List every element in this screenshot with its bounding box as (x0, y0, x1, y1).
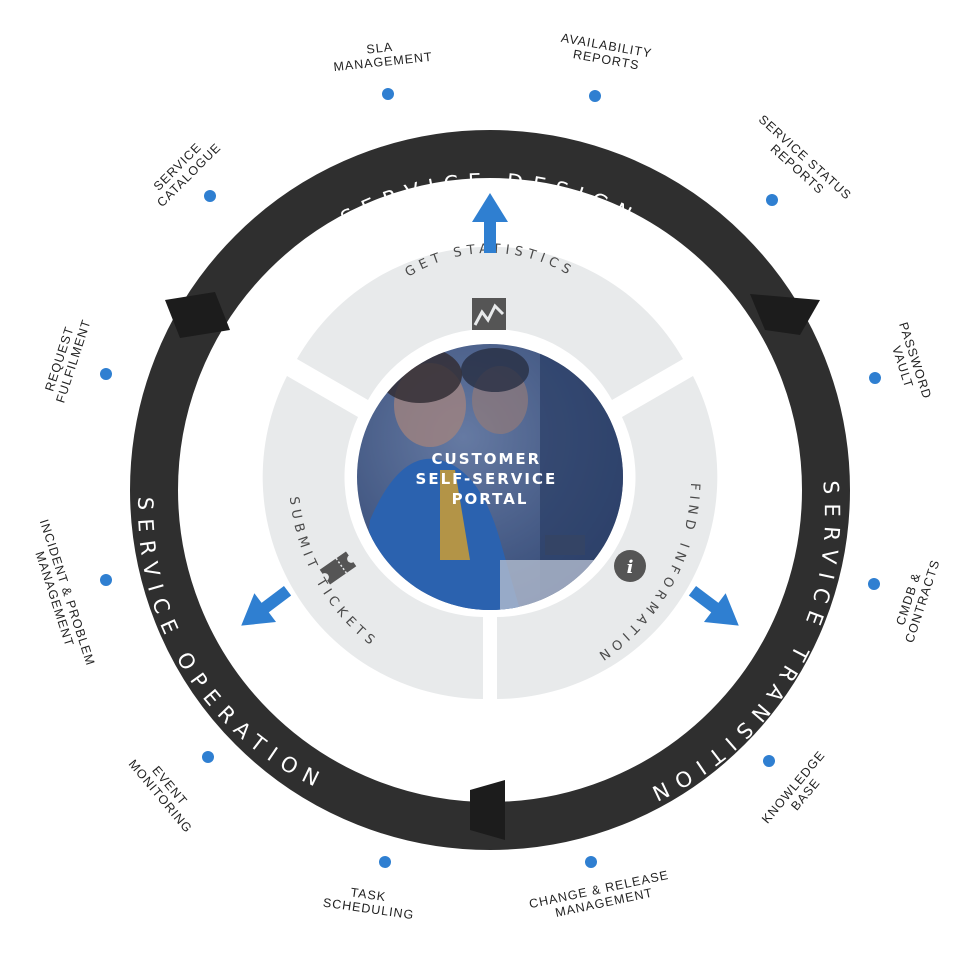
satellite-dots (100, 88, 881, 868)
svg-text:CMDB & CONTRACTS: CMDB & CONTRACTS (889, 553, 942, 644)
svg-text:SERVICE STATUS REPORTS: SERVICE STATUS REPORTS (747, 112, 858, 216)
svg-text:REQUEST FULFILMENT: REQUEST FULFILMENT (40, 313, 94, 404)
dot-request-fulfilment (100, 368, 112, 380)
dot-task-scheduling (379, 856, 391, 868)
svg-text:TASK SCHEDULING: TASK SCHEDULING (322, 882, 417, 923)
svg-text:i: i (627, 557, 634, 578)
center-title-line2: SELF-SERVICE (416, 470, 558, 488)
svg-text:EVENT MONITORING: EVENT MONITORING (126, 748, 206, 836)
dot-incident-problem (100, 574, 112, 586)
line-chart-icon (472, 298, 506, 330)
segment-tickets (262, 376, 483, 699)
center-title-line1: CUSTOMER (432, 450, 542, 468)
dot-service-status-reports (766, 194, 778, 206)
dot-knowledge-base (763, 755, 775, 767)
dot-availability-reports (589, 90, 601, 102)
svg-text:PASSWORD VAULT: PASSWORD VAULT (883, 320, 936, 409)
ring-joint-operation-design (165, 292, 230, 338)
svg-text:CHANGE & RELEASE MANAGEM: CHANGE & RELEASE MANAGEMENT (528, 867, 678, 925)
segment-information (497, 376, 718, 699)
center-title-line3: PORTAL (452, 490, 529, 508)
ticket-icon (319, 551, 357, 585)
arrow-up-icon (472, 193, 508, 253)
ring-joint-transition-operation (470, 780, 505, 840)
arrow-down-left-icon (241, 585, 292, 626)
dot-sla-management (382, 88, 394, 100)
svg-text:INCIDENT & PROBLEM MANAG: INCIDENT & PROBLEM MANAGEMENT (23, 518, 98, 677)
outer-label-status-1: SERVICE STATUS (756, 112, 854, 202)
ring-joint-design-transition (750, 294, 820, 335)
svg-text:SLA MANAGEMENT: SLA MANAGEMENT (331, 36, 433, 74)
svg-text:AVAILABILITY REPORTS: AVAILABILITY REPORTS (558, 31, 658, 75)
dot-password-vault (869, 372, 881, 384)
dot-service-catalogue (204, 190, 216, 202)
outer-label-sla-1: SLA (366, 40, 394, 57)
svg-text:CUSTOMER SELF-SERVICE: CUSTOMER SELF-SERVICE PORTAL (416, 450, 565, 508)
outer-label-task-1: TASK (350, 885, 387, 904)
dot-event-monitoring (202, 751, 214, 763)
dot-cmdb-contracts (868, 578, 880, 590)
dot-change-release (585, 856, 597, 868)
info-icon: i (614, 550, 646, 582)
arrow-down-right-icon (688, 585, 739, 626)
